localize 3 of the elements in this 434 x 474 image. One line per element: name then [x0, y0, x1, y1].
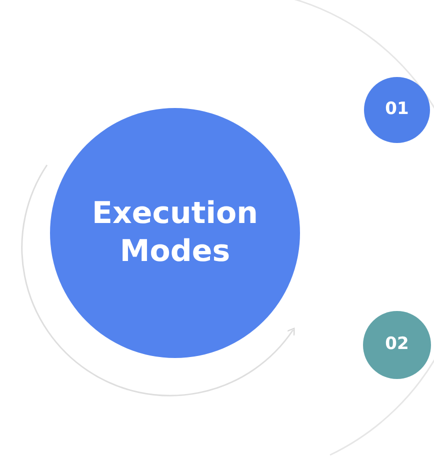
node-label: 01: [385, 98, 409, 122]
node-label: 02: [385, 333, 409, 356]
node-label: Execution Modes: [91, 195, 259, 271]
